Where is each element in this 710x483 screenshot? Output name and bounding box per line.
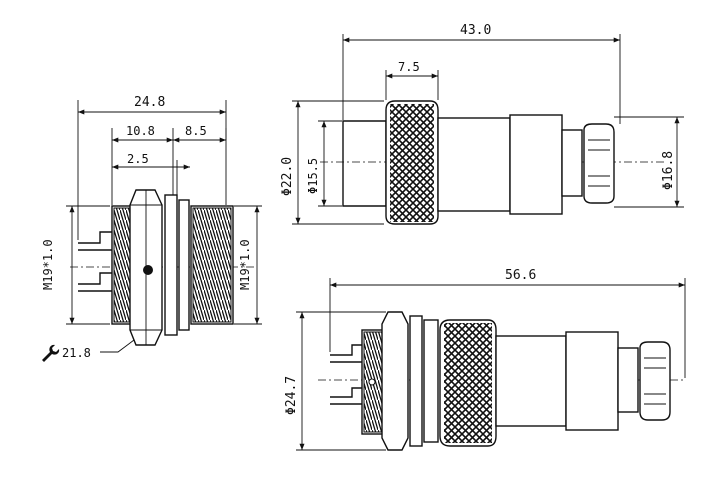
side-view-drawing	[66, 100, 262, 353]
plug-length-label: 43.0	[460, 23, 491, 38]
thread-left-label: M19*1.0	[41, 239, 55, 290]
side-overall-width-label: 24.8	[134, 95, 165, 110]
plug-cable-dia-label: Φ16.8	[661, 151, 676, 190]
side-seg-a-label: 10.8	[126, 124, 155, 138]
side-seg-b-label: 8.5	[185, 124, 207, 138]
wrench-size-label: 21.8	[62, 346, 91, 360]
assembly-outer-dia-label: Φ24.7	[284, 376, 299, 415]
thread-right-label: M19*1.0	[238, 239, 252, 290]
wrench-icon	[42, 344, 60, 362]
plug-inner-dia-label: Φ15.5	[306, 158, 320, 194]
plug-outer-dia-label: Φ22.0	[280, 157, 295, 196]
plug-view-drawing	[292, 34, 684, 225]
plug-knurl-width-label: 7.5	[398, 60, 420, 74]
side-seg-c-label: 2.5	[127, 152, 149, 166]
assembly-length-label: 56.6	[505, 268, 536, 283]
assembly-view-drawing	[296, 278, 686, 451]
